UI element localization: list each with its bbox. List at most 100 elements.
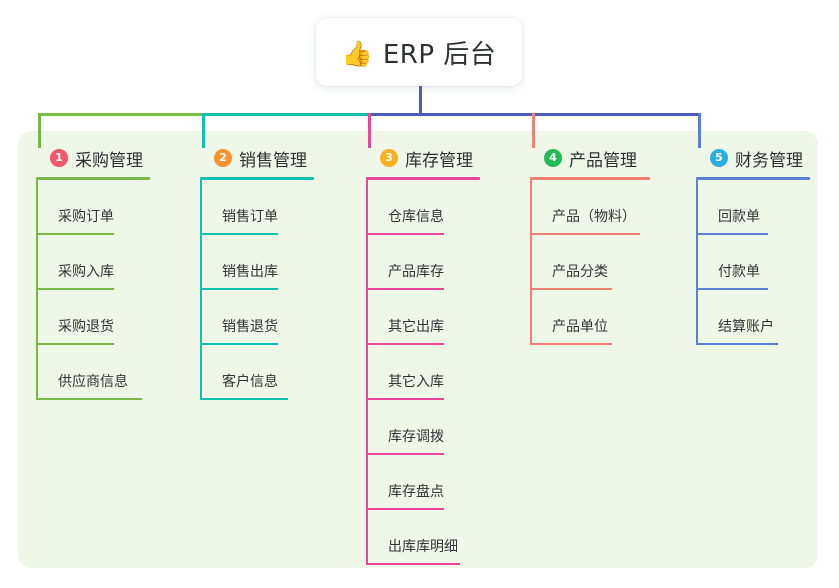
branch-item[interactable]: 其它入库	[366, 345, 514, 400]
branch-number-badge: 3	[380, 149, 398, 167]
branch-item[interactable]: 产品分类	[530, 235, 690, 290]
branch-item[interactable]: 销售出库	[200, 235, 348, 290]
branch-item-underline	[366, 508, 444, 510]
bus-segment-2	[202, 113, 371, 116]
branch-item-label: 库存调拨	[388, 429, 444, 445]
branch-header-1[interactable]: 1 采购管理	[36, 146, 184, 171]
branch-item-underline	[366, 343, 444, 345]
branch-item[interactable]: 采购订单	[36, 180, 184, 235]
branch-title: 销售管理	[239, 150, 307, 171]
root-node[interactable]: 👍 ERP 后台	[316, 18, 522, 86]
branch-item-underline	[200, 233, 278, 235]
branch-title: 采购管理	[75, 150, 143, 171]
branch-item-underline	[366, 233, 444, 235]
branch-column-1: 1 采购管理采购订单采购入库采购退货供应商信息	[36, 146, 184, 400]
branch-column-2: 2 销售管理销售订单销售出库销售退货客户信息	[200, 146, 348, 400]
branch-title: 产品管理	[569, 150, 637, 171]
branch-item-label: 销售退货	[222, 319, 278, 335]
branch-header-4[interactable]: 4 产品管理	[530, 146, 690, 171]
branch-item[interactable]: 产品单位	[530, 290, 690, 345]
branch-header-2[interactable]: 2 销售管理	[200, 146, 348, 171]
branch-number-badge: 5	[710, 149, 728, 167]
branch-item[interactable]: 客户信息	[200, 345, 348, 400]
branch-item-underline	[36, 343, 114, 345]
branch-item[interactable]: 仓库信息	[366, 180, 514, 235]
branch-items: 仓库信息产品库存其它出库其它入库库存调拨库存盘点出库库明细	[366, 180, 514, 565]
branch-item[interactable]: 采购退货	[36, 290, 184, 345]
branch-item-label: 出库库明细	[388, 539, 458, 555]
branch-item-underline	[366, 398, 444, 400]
branch-header-3[interactable]: 3 库存管理	[366, 146, 514, 171]
branch-item-underline	[36, 233, 114, 235]
branch-item-underline	[200, 288, 278, 290]
branch-title: 库存管理	[405, 150, 473, 171]
branch-spine	[696, 180, 698, 345]
branch-items: 回款单付款单结算账户	[696, 180, 826, 345]
branch-items: 销售订单销售出库销售退货客户信息	[200, 180, 348, 400]
branch-item[interactable]: 供应商信息	[36, 345, 184, 400]
branch-item-underline	[696, 233, 768, 235]
branch-item-underline	[696, 343, 778, 345]
branch-item-label: 供应商信息	[58, 374, 128, 390]
thumbs-up-icon: 👍	[341, 38, 373, 68]
branch-item-label: 结算账户	[718, 319, 774, 335]
root-stem	[419, 86, 422, 116]
branch-underline	[200, 177, 314, 180]
branch-item-label: 产品库存	[388, 264, 444, 280]
branch-drop-5	[698, 113, 701, 148]
branch-item-underline	[200, 398, 288, 400]
branch-item-label: 销售订单	[222, 209, 278, 225]
branch-items: 产品（物料） 产品分类产品单位	[530, 180, 690, 345]
branch-spine	[530, 180, 532, 345]
root-title: ERP 后台	[382, 39, 497, 70]
branch-item[interactable]: 库存盘点	[366, 455, 514, 510]
branch-underline	[696, 177, 810, 180]
branch-column-3: 3 库存管理仓库信息产品库存其它出库其它入库库存调拨库存盘点出库库明细	[366, 146, 514, 565]
branch-spine	[200, 180, 202, 400]
branch-item-underline	[366, 288, 444, 290]
branch-item[interactable]: 库存调拨	[366, 400, 514, 455]
branch-item-label: 其它入库	[388, 374, 444, 390]
branch-item[interactable]: 出库库明细	[366, 510, 514, 565]
branch-item-label: 产品分类	[552, 264, 608, 280]
branch-item-underline	[696, 288, 768, 290]
root-node-content: 👍 ERP 后台	[342, 34, 497, 71]
branch-item-label: 产品（物料）	[552, 209, 636, 225]
branch-item-label: 客户信息	[222, 374, 278, 390]
branch-drop-2	[202, 113, 205, 148]
branch-item[interactable]: 其它出库	[366, 290, 514, 345]
branch-item[interactable]: 结算账户	[696, 290, 826, 345]
branch-item-underline	[366, 453, 444, 455]
branch-number-badge: 1	[50, 149, 68, 167]
branch-item[interactable]: 回款单	[696, 180, 826, 235]
branch-item-label: 采购退货	[58, 319, 114, 335]
branch-item-label: 仓库信息	[388, 209, 444, 225]
branch-item[interactable]: 产品（物料）	[530, 180, 690, 235]
branch-underline	[36, 177, 150, 180]
branch-item-label: 库存盘点	[388, 484, 444, 500]
branch-item[interactable]: 产品库存	[366, 235, 514, 290]
branch-item-underline	[366, 563, 460, 565]
branch-item-underline	[530, 233, 640, 235]
branch-item-underline	[36, 288, 114, 290]
branch-drop-4	[532, 113, 535, 148]
branch-underline	[530, 177, 650, 180]
branch-item[interactable]: 销售订单	[200, 180, 348, 235]
branch-spine	[36, 180, 38, 400]
branch-item-underline	[530, 343, 612, 345]
branch-item[interactable]: 付款单	[696, 235, 826, 290]
branch-item[interactable]: 销售退货	[200, 290, 348, 345]
branch-drop-3	[368, 113, 371, 148]
branch-item[interactable]: 采购入库	[36, 235, 184, 290]
branch-item-label: 采购订单	[58, 209, 114, 225]
branch-number-badge: 4	[544, 149, 562, 167]
branch-item-underline	[530, 288, 612, 290]
branch-item-underline	[200, 343, 278, 345]
mindmap-panel	[18, 131, 818, 568]
branch-item-label: 销售出库	[222, 264, 278, 280]
branch-item-label: 其它出库	[388, 319, 444, 335]
branch-number-badge: 2	[214, 149, 232, 167]
